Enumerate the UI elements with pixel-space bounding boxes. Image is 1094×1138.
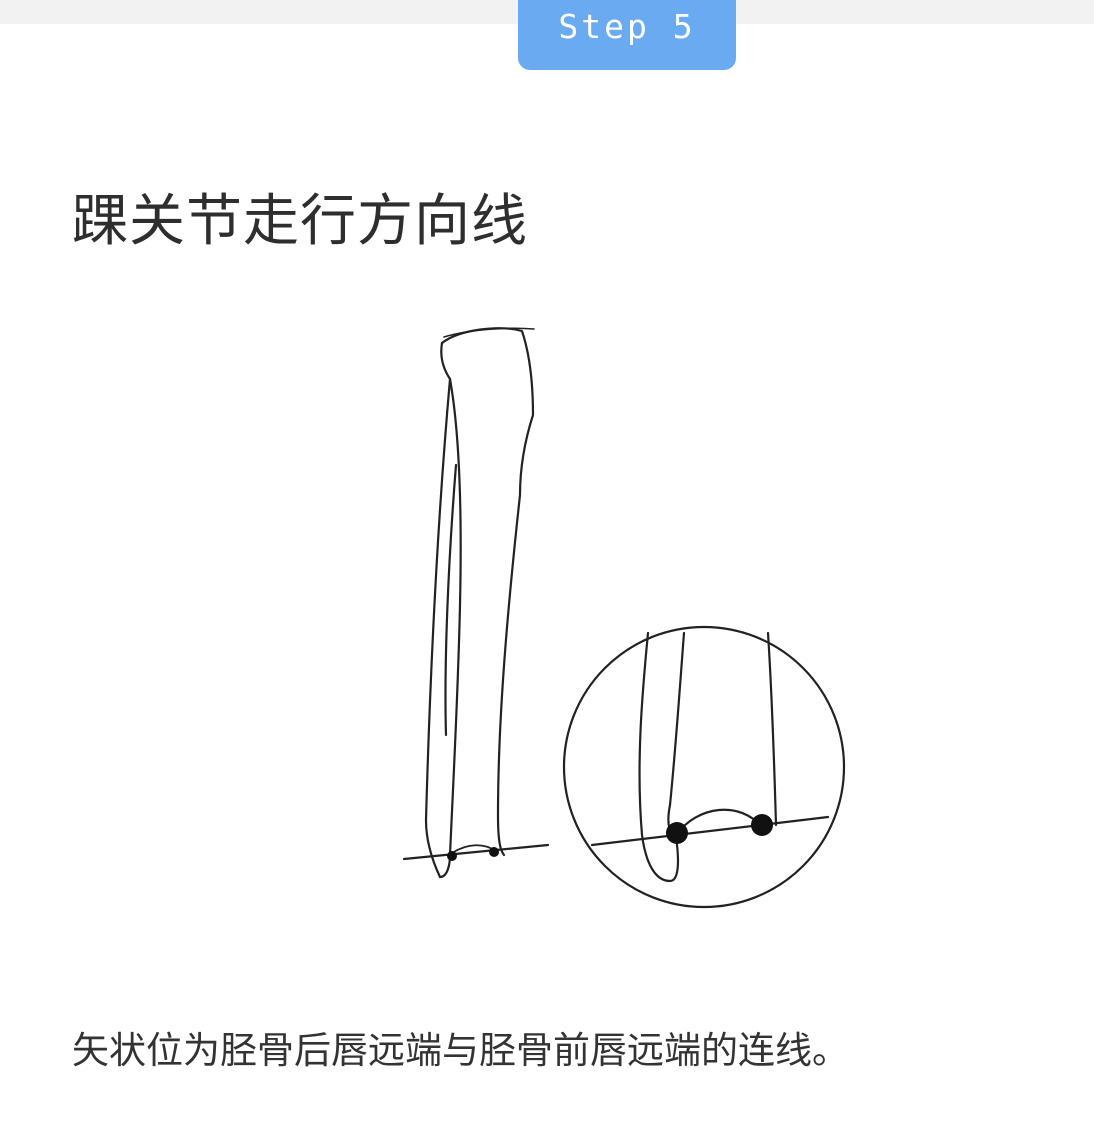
step-badge: Step 5 <box>518 0 736 70</box>
anterior-lip-point <box>489 847 499 857</box>
direction-line <box>402 843 550 861</box>
zoomed-bone-left <box>638 631 680 883</box>
zoomed-anterior-point <box>751 814 773 836</box>
fibula-line-inner <box>444 463 458 737</box>
zoomed-bone-right <box>766 631 778 827</box>
page-title: 踝关节走行方向线 <box>72 189 528 254</box>
tibia-top-cap <box>443 327 535 338</box>
ankle-diagram-drawing <box>402 327 846 909</box>
zoomed-posterior-point <box>666 822 688 844</box>
fibula-line-outer <box>448 377 462 857</box>
posterior-lip-point <box>447 851 457 861</box>
step-label: Step 5 <box>558 6 696 46</box>
zoomed-bone-left-inner <box>667 631 686 839</box>
zoomed-direction-line <box>590 815 830 847</box>
magnified-circle <box>562 625 846 909</box>
tibia-outline <box>440 327 535 857</box>
caption-text: 矢状位为胫骨后唇远端与胫骨前唇远端的连线。 <box>72 1029 849 1072</box>
zoomed-plafond <box>674 808 764 837</box>
ankle-diagram <box>380 315 880 965</box>
